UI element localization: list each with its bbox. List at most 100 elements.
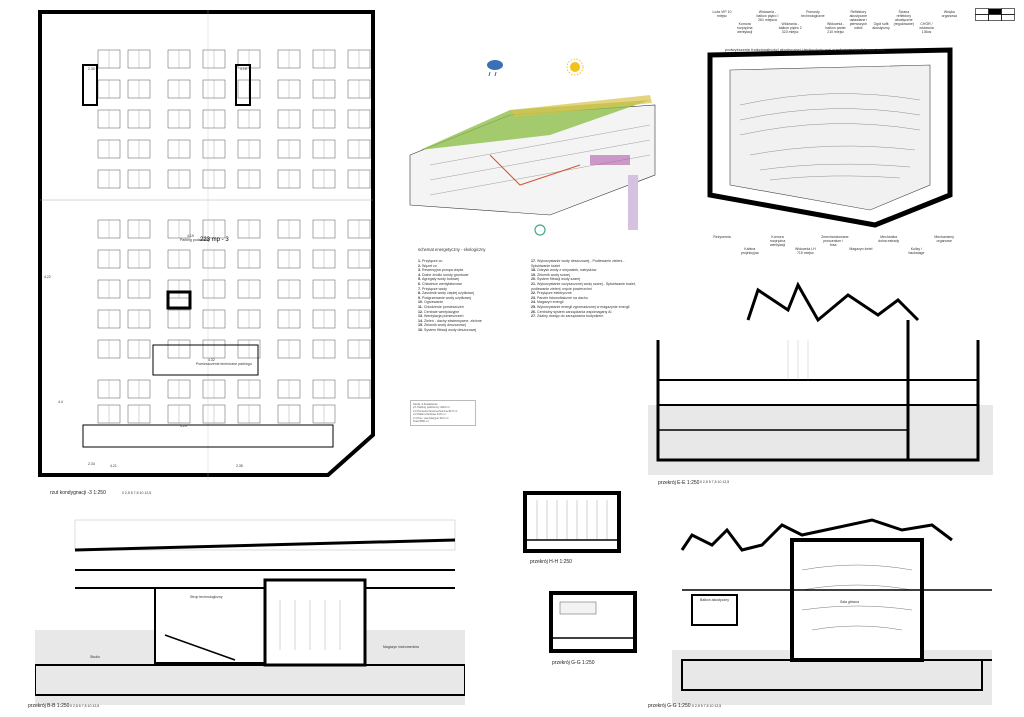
- callout-label: Widownia - balkon parter 210 miejsc: [825, 22, 846, 34]
- legend-item: 26. Centralny system zarządzania wspomag…: [531, 309, 612, 314]
- plan-caption: rzut kondygnacji -3 1:250: [50, 490, 106, 496]
- cloud-rain-icon: [487, 60, 503, 77]
- legend-item: 6. Chłodnice wentylatorowe: [418, 281, 462, 286]
- callout-label: Komora rozprężna wentylacji: [769, 235, 786, 247]
- legend-item-text: Zdalny dostęp do zarządzania budynkiem: [537, 314, 604, 319]
- callout-label: Reflektory akustyczne ustawiane i pierws…: [849, 10, 868, 30]
- area-table-row: Total 4582 m²: [413, 420, 429, 424]
- floor-plan-level-3: [38, 10, 375, 480]
- scale-bar: 0 2,5 5 7,5 10 12,5: [700, 480, 730, 484]
- legend-item-text: Magazyn energii: [537, 300, 564, 305]
- room-note: Pomieszczenie techniczne parkingu: [196, 362, 252, 366]
- legend-item-text: Zbiornik wody deszczowej: [424, 323, 466, 328]
- energy-legend: schemat energetyczny - ekologiczny 1. Pr…: [418, 247, 638, 333]
- callout-label: Widownia - balkon piętro 2 323 miejsc: [778, 22, 802, 34]
- legend-item-text: Dolne źródło sondy gruntowe: [422, 272, 469, 277]
- plan-center-value: 223 mp - 3: [200, 237, 229, 243]
- plan-center-room: 4.19: [187, 234, 194, 238]
- storage-label: Magazyn instrumentów: [383, 645, 419, 649]
- section-b-b: [35, 519, 465, 705]
- room-label: 2.34: [88, 462, 95, 466]
- legend-item-text: Zasobnik wody ciepłej użytkowej: [422, 291, 474, 296]
- callout-label: Magazyn fortel: [849, 247, 873, 251]
- legend-item: 14. Zieleń - dachy ekstensywne, zielone: [418, 318, 482, 323]
- legend-item: 8. Zasobnik wody ciepłej użytkowej: [418, 291, 474, 296]
- sun-icon: [566, 58, 584, 76]
- legend-item-text: System filtracji wody deszczowej: [424, 327, 477, 332]
- legend-item: 4. Dolne źródło sondy gruntowe: [418, 272, 469, 277]
- room-label: 4.22: [44, 275, 51, 279]
- callout-label: Widownia LH 715 miejsc: [795, 247, 816, 255]
- legend-item: 24. Magazyn energii: [531, 300, 564, 305]
- legend-item: 21. Wykorzystanie oczyszczonej wody szar…: [531, 281, 636, 291]
- legend-item-text: Wykorzystanie energii zgromadzonej w mag…: [537, 304, 630, 309]
- hall-label: Sala główna: [840, 600, 860, 604]
- legend-item: 19. Zbiornik wody szarej: [531, 272, 570, 277]
- legend-item: 15. Zbiornik wody deszczowej: [418, 323, 466, 328]
- legend-item-text: Odzysk wody z umywalek, natrysków: [537, 268, 597, 273]
- callout-label: CHÓR / widownia 136os: [919, 22, 934, 34]
- legend-item: 20. System filtracji wody szarej: [531, 277, 581, 282]
- legend-item: 1. Przyłącze co: [418, 259, 443, 263]
- area-table-row: 2.3 Klatki schodowe 44,8 m²: [413, 413, 446, 417]
- corner-grid-icon: [975, 8, 1015, 21]
- legend-item: 23. Panele fotowoltaiczne na dachu: [531, 295, 588, 300]
- callout-label: Kabina projekcyjna: [740, 247, 759, 255]
- section-e-e-caption: przekrój E-E 1:250: [658, 480, 700, 486]
- tech-ceiling-label: Strop technologiczny: [190, 595, 223, 599]
- callout-label: Reżysernia: [713, 235, 731, 239]
- legend-item: 10. Ogrzewanie: [418, 300, 444, 305]
- balcony-label: Balkon akustyczny: [700, 598, 729, 602]
- legend-item-text: Wykorzystanie oczyszczonej wody szarej -…: [531, 281, 636, 291]
- legend-item-text: Ogrzewanie: [424, 300, 444, 305]
- room-label: 4.21: [110, 464, 117, 468]
- callout-label: Pomosty technologiczne: [801, 10, 825, 18]
- legend-item: 27. Zdalny dostęp do zarządzania budynki…: [531, 314, 604, 319]
- callout-label: Kulisy / backstage: [908, 247, 925, 255]
- legend-item-text: Węzeł co: [422, 263, 437, 268]
- studio-label: Studio: [90, 655, 100, 659]
- legend-item: 17. Wykorzystanie wody deszczowej - Podl…: [531, 259, 625, 268]
- legend-item: 18. Odzysk wody z umywalek, natrysków: [531, 268, 597, 273]
- legend-item-text: Chłodnice wentylatorowe: [422, 281, 462, 286]
- legend-item: 7. Przyłącze wody: [418, 286, 447, 291]
- area-table-row: 2.4 Pom. wentylacyjne 36,0 m²: [413, 416, 449, 420]
- callout-label: Widownia - balkon piętro I 261 miejsca: [756, 10, 779, 22]
- callout-label: Wnęka organowa: [941, 10, 957, 18]
- legend-item-text: Panele fotowoltaiczne na dachu: [537, 295, 588, 300]
- legend-item-text: Agregaty wody lodowej: [422, 277, 459, 282]
- section-g-g-small-caption: przekrój G-G 1:250: [552, 660, 595, 666]
- section-g-g-caption: przekrój G-G 1:250: [648, 703, 691, 709]
- legend-item-text: Centralny system zarządzania wspomagany …: [537, 309, 612, 314]
- room-label: 2.30: [88, 67, 95, 71]
- room-label: 4.4: [58, 400, 63, 404]
- scale-bar: 0 2,5 5 7,5 10 12,5: [70, 704, 100, 708]
- legend-item-text: Centrale wentylacyjne: [424, 309, 460, 314]
- legend-item: 9. Podgrzewanie wody użytkowej: [418, 295, 471, 300]
- area-table-row: Strefa -3 Zestawienie: [413, 403, 438, 406]
- section-h-h: [523, 491, 621, 553]
- legend-item: 11. Chłodzenie pomieszczeń: [418, 304, 464, 309]
- legend-item: 12. Centrale wentylacyjne: [418, 309, 460, 314]
- scale-bar: 0 2,5 5 7,5 10 12,5: [692, 704, 722, 708]
- legend-item: 5. Agregaty wody lodowej: [418, 277, 459, 282]
- legend-item: 13. Wentylacja pomieszczeń: [418, 314, 464, 319]
- area-table-row: 2.1 Parking podziemny 4419 m²: [413, 406, 450, 410]
- legend-title: schemat energetyczny - ekologiczny: [418, 247, 486, 252]
- section-g-g-small: [549, 591, 637, 653]
- scale-bar: 0 2,5 5 7,5 10 12,5: [122, 491, 152, 495]
- legend-item-text: Zbiornik wody szarej: [537, 272, 570, 277]
- area-table-row: 2.2 Pomieszczenia techniczne 82,5 m²: [413, 409, 458, 413]
- legend-item-text: Chłodzenie pomieszczeń: [423, 304, 464, 309]
- plan-center-label: Parking podziemny: [180, 238, 210, 242]
- acoustic-heading: podwyższenie funkcjonalności akustycznej…: [725, 47, 886, 52]
- section-g-g: [672, 518, 992, 705]
- legend-item: 16. System filtracji wody deszczowej: [418, 327, 477, 332]
- callout-label: Mechanizmy organowe: [934, 235, 955, 243]
- section-e-e: [648, 281, 993, 475]
- room-label: 4.23: [180, 424, 187, 428]
- legend-item-text: Podgrzewanie wody użytkowej: [422, 295, 471, 300]
- room-label: 2.35: [236, 464, 243, 468]
